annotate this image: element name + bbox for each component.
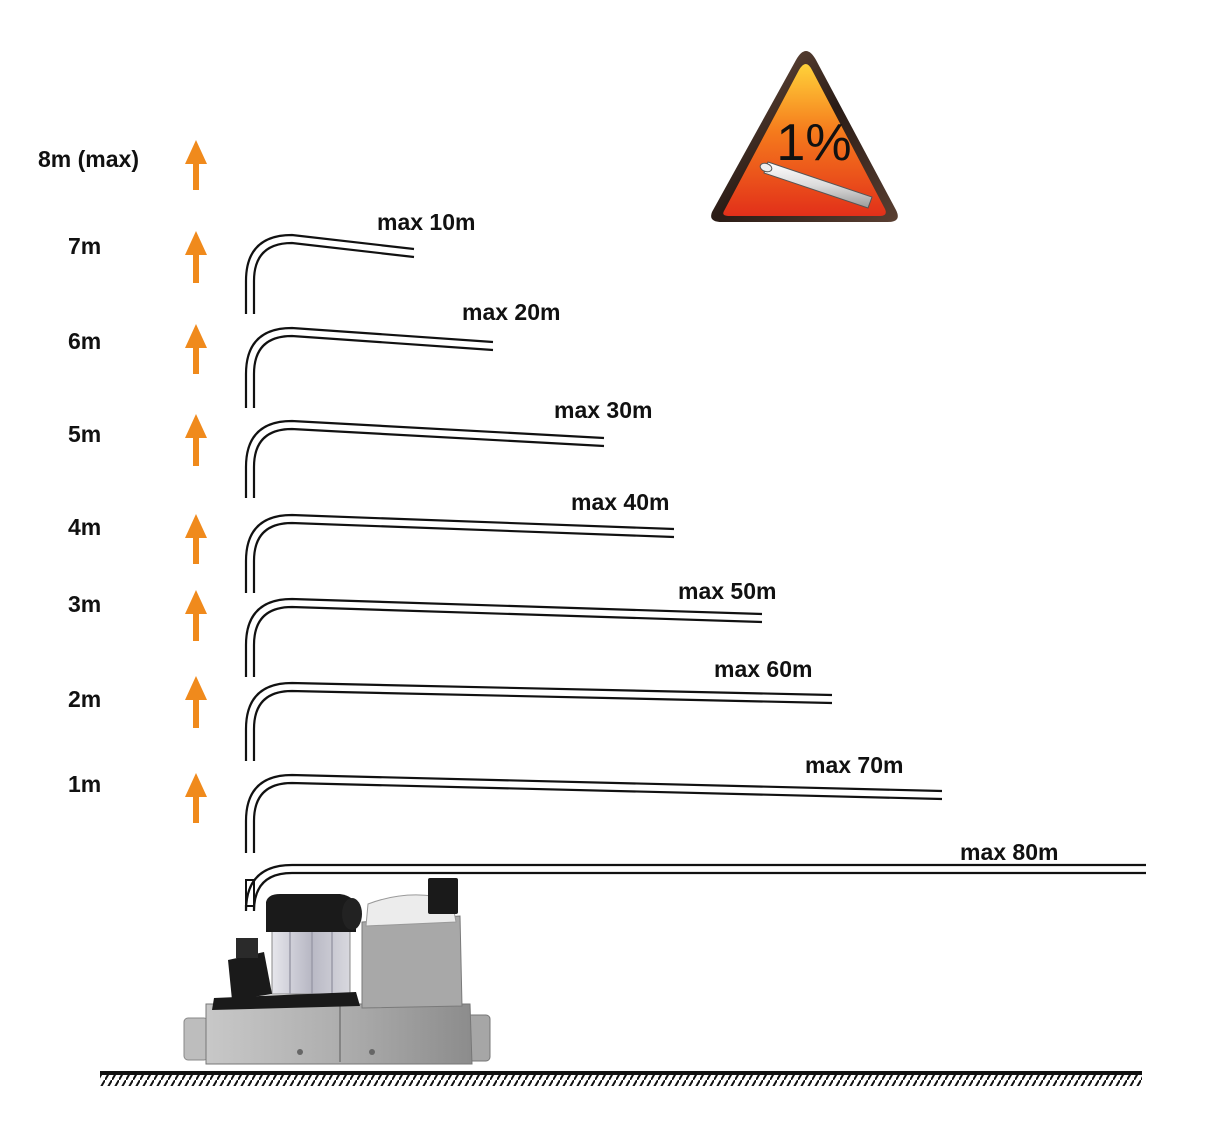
length-label: max 60m xyxy=(714,656,812,682)
length-label: max 80m xyxy=(960,839,1058,865)
height-label: 8m (max) xyxy=(38,146,139,172)
pipe-run xyxy=(244,863,1146,912)
length-label: max 30m xyxy=(554,397,652,423)
pipe-run xyxy=(244,326,494,408)
up-arrow-icon xyxy=(185,676,207,728)
up-arrow-icon xyxy=(185,231,207,283)
up-arrow-icon xyxy=(185,590,207,641)
pipe-run xyxy=(244,513,675,593)
pipe-run xyxy=(244,681,833,761)
pipe-run xyxy=(244,773,943,853)
height-label: 2m xyxy=(68,686,101,712)
up-arrow-icon xyxy=(185,140,207,190)
slope-percentage: 1% xyxy=(776,114,851,172)
height-label: 4m xyxy=(68,514,101,540)
length-label: max 50m xyxy=(678,578,776,604)
height-arrows xyxy=(185,140,207,823)
height-label: 6m xyxy=(68,328,101,354)
length-label: max 20m xyxy=(462,299,560,325)
pipe-run xyxy=(244,597,763,677)
length-label: max 10m xyxy=(377,209,475,235)
length-label: max 40m xyxy=(571,489,669,515)
length-label: max 70m xyxy=(805,752,903,778)
up-arrow-icon xyxy=(185,414,207,466)
height-label: 1m xyxy=(68,771,101,797)
height-labels: 1m 2m 3m 4m 5m 6m 7m 8m (max) xyxy=(38,146,139,797)
pump-unit xyxy=(183,878,491,1065)
warning-triangle-icon: 1% xyxy=(711,51,898,222)
slope-pipe-icon xyxy=(759,161,873,209)
height-label: 3m xyxy=(68,591,101,617)
height-label: 7m xyxy=(68,233,101,259)
pipe-run xyxy=(244,233,415,314)
height-label: 5m xyxy=(68,421,101,447)
discharge-pipes xyxy=(244,233,1146,912)
up-arrow-icon xyxy=(185,514,207,564)
up-arrow-icon xyxy=(185,773,207,823)
pipe-run xyxy=(244,419,605,498)
ground-line xyxy=(100,1071,1142,1086)
up-arrow-icon xyxy=(185,324,207,374)
length-labels: max 80m max 70m max 60m max 50m max 40m max 3… xyxy=(377,209,1058,865)
